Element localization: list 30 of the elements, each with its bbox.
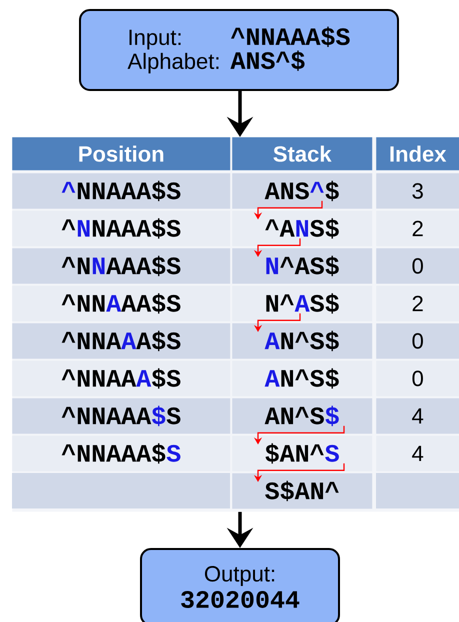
position-cell: ^NNAAA$S (12, 323, 230, 359)
position-cell: ^NNAAA$S (12, 173, 230, 209)
index-cell: 2 (376, 286, 459, 322)
stack-cell: AN^S$ (232, 323, 372, 359)
position-cell: ^NNAAA$S (12, 360, 230, 396)
header-cell: Stack (232, 137, 372, 170)
stack-cell: $AN^S (232, 436, 372, 472)
position-cell: ^NNAAA$S (12, 398, 230, 434)
index-cell: 0 (376, 248, 459, 284)
stack-cell: N^AS$ (232, 286, 372, 322)
stack-cell: S$AN^ (232, 473, 372, 509)
position-cell: ^NNAAA$S (12, 286, 230, 322)
output-box: Output: 32020044 (140, 548, 340, 622)
stack-cell: N^AS$ (232, 248, 372, 284)
index-cell: 3 (376, 173, 459, 209)
position-cell: ^NNAAA$S (12, 436, 230, 472)
header-cell: Index (376, 137, 459, 170)
input-box: Input: ^NNAAA$S Alphabet: ANS^$ (79, 9, 399, 91)
header-cell: Position (12, 137, 230, 170)
stack-cell: AN^S$ (232, 360, 372, 396)
stack-cell: AN^S$ (232, 398, 372, 434)
position-cell: ^NNAAA$S (12, 210, 230, 246)
index-cell: 4 (376, 398, 459, 434)
index-cell: 0 (376, 323, 459, 359)
stack-cell: ^ANS$ (232, 210, 372, 246)
index-cell: 4 (376, 436, 459, 472)
stack-cell: ANS^$ (232, 173, 372, 209)
index-cell: 0 (376, 360, 459, 396)
index-cell: 2 (376, 210, 459, 246)
position-cell: ^NNAAA$S (12, 248, 230, 284)
